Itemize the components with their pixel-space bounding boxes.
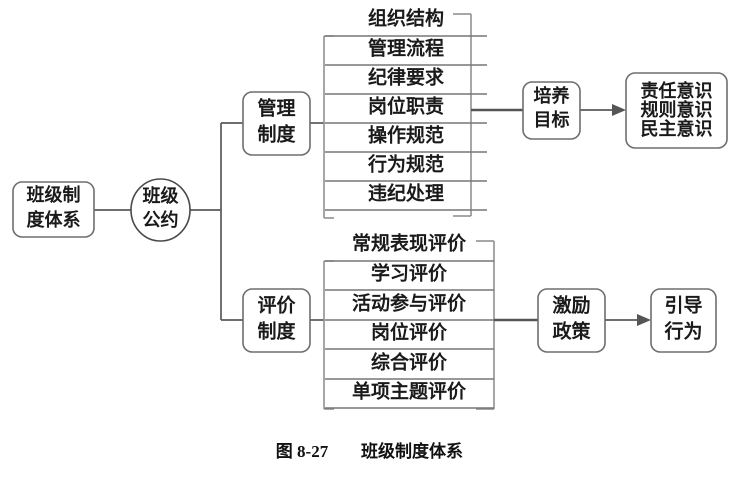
management-item-1: 组织结构 — [368, 6, 444, 29]
management-item-7: 违纪处理 — [368, 181, 444, 204]
node-class-system-line1: 班级制 — [27, 184, 81, 205]
management-right-bracket — [453, 13, 472, 217]
node-class-system[interactable]: 班级制 度体系 — [12, 181, 95, 238]
management-left-bracket — [323, 35, 334, 219]
evaluation-item-1: 常规表现评价 — [352, 231, 467, 254]
node-awareness-line1: 责任意识 — [641, 80, 713, 101]
node-guide-behavior-line2: 行为 — [663, 319, 702, 342]
node-management-system-line1: 管理 — [257, 96, 295, 119]
evaluation-item-3: 活动参与评价 — [352, 291, 467, 314]
evaluation-left-bracket — [323, 260, 334, 410]
node-evaluation-system-line1: 评价 — [257, 294, 296, 316]
node-evaluation-system[interactable]: 评价 制度 — [242, 288, 311, 353]
evaluation-item-5: 综合评价 — [371, 350, 448, 373]
node-class-convention-line2: 公约 — [143, 209, 179, 230]
node-training-goal[interactable]: 培养 目标 — [522, 81, 581, 140]
management-item-6: 行为规范 — [367, 152, 444, 175]
node-awareness-line2: 规则意识 — [641, 99, 713, 120]
node-incentive-policy[interactable]: 激励 政策 — [537, 288, 606, 353]
evaluation-item-2: 学习评价 — [371, 261, 448, 284]
management-item-5: 操作规范 — [368, 123, 444, 146]
arrow-policy-to-behavior — [605, 314, 651, 326]
management-item-3: 纪律要求 — [368, 65, 445, 88]
node-training-goal-line1: 培养 — [534, 85, 571, 106]
arrow-goal-to-awareness — [580, 104, 626, 116]
evaluation-item-6: 单项主题评价 — [352, 379, 467, 402]
node-guide-behavior-line1: 引导 — [664, 294, 702, 316]
node-class-system-line2: 度体系 — [27, 209, 81, 230]
node-awareness-outcomes[interactable]: 责任意识 规则意识 民主意识 — [625, 72, 728, 149]
node-management-system-line2: 制度 — [257, 122, 296, 145]
management-item-4: 岗位职责 — [368, 94, 444, 117]
node-class-convention-line1: 班级 — [143, 185, 180, 206]
figure-caption-title: 班级制度体系 — [361, 441, 463, 461]
node-guide-behavior[interactable]: 引导 行为 — [650, 288, 717, 353]
management-item-underlines — [325, 35, 487, 211]
node-awareness-line3: 民主意识 — [641, 118, 713, 139]
evaluation-item-4: 岗位评价 — [371, 320, 448, 343]
node-management-system[interactable]: 管理 制度 — [242, 91, 311, 156]
evaluation-right-bracket — [476, 240, 495, 410]
node-class-convention[interactable]: 班级 公约 — [130, 178, 191, 242]
node-evaluation-system-line2: 制度 — [257, 319, 296, 342]
evaluation-item-underlines — [325, 260, 494, 409]
figure-caption-number: 图 8-27 — [276, 442, 329, 461]
node-training-goal-line2: 目标 — [534, 109, 570, 130]
node-incentive-policy-line2: 政策 — [552, 319, 591, 342]
management-item-2: 管理流程 — [368, 36, 444, 59]
node-incentive-policy-line1: 激励 — [552, 293, 590, 316]
